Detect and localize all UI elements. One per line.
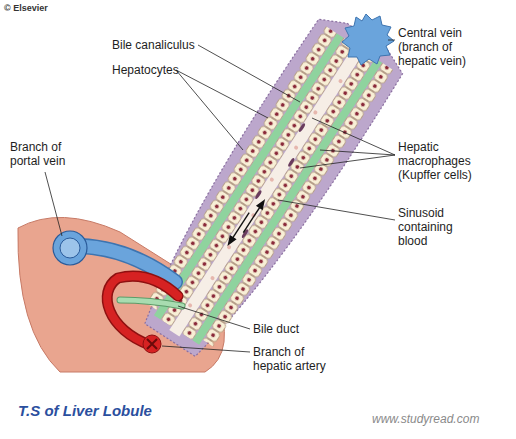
lobule-body bbox=[127, 9, 410, 368]
portal-vein-lumen bbox=[60, 238, 80, 258]
hepatic-artery-section bbox=[143, 335, 161, 353]
part-label: Bile duct bbox=[253, 322, 343, 336]
part-label: Hepatocytes bbox=[112, 63, 192, 77]
leader-lines bbox=[45, 40, 395, 352]
part-label: Branch of portal vein bbox=[10, 140, 80, 168]
bile-duct-tube bbox=[120, 300, 182, 306]
hepatic-artery-mark bbox=[147, 339, 157, 349]
bile-duct-tube bbox=[120, 300, 182, 306]
part-label: Branch of hepatic artery bbox=[253, 345, 341, 373]
part-label: Central vein (branch of hepatic vein) bbox=[398, 26, 493, 68]
part-label: Hepatic macrophages (Kupffer cells) bbox=[398, 140, 493, 182]
watermark: www.studyread.com bbox=[372, 412, 512, 426]
hepatic-artery-branch bbox=[107, 276, 178, 345]
figure-caption: T.S of Liver Lobule bbox=[18, 402, 258, 420]
central-vein bbox=[342, 14, 394, 65]
hepatic-artery-branch bbox=[107, 276, 178, 345]
part-label: Bile canaliculus bbox=[112, 38, 212, 52]
copyright-note: © Elsevier bbox=[4, 3, 94, 14]
portal-vein bbox=[53, 231, 87, 265]
part-label: Sinusoid containing blood bbox=[398, 206, 468, 248]
